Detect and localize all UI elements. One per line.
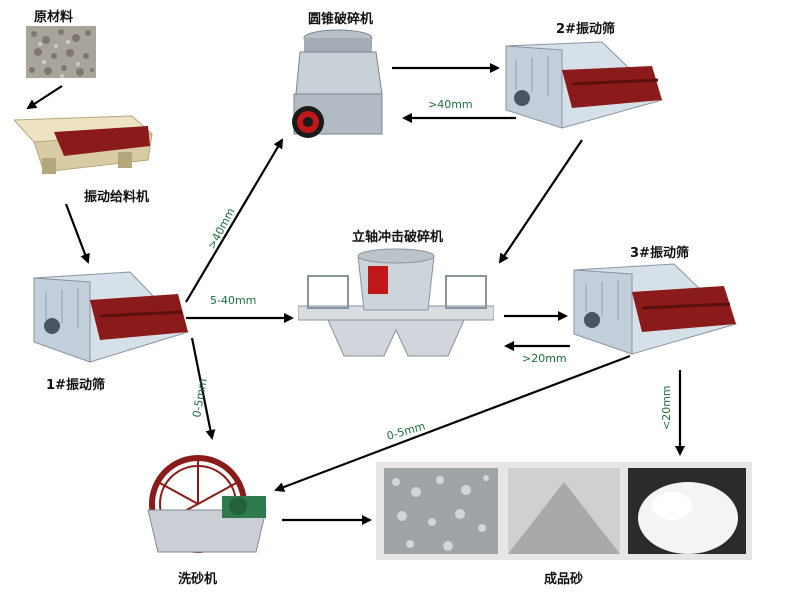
- label-cone-crusher: 圆锥破碎机: [308, 8, 373, 27]
- edge-label-screen1-vsi: 5-40mm: [210, 294, 256, 307]
- edge-label-screen3-washer: 0-5mm: [385, 420, 426, 443]
- arrow-raw-to-feeder: [28, 86, 62, 108]
- label-screen-1: 1#振动筛: [46, 374, 105, 393]
- edge-label-screen3-product: <20mm: [660, 385, 673, 430]
- label-finished-sand: 成品砂: [544, 568, 583, 587]
- label-sand-washer: 洗砂机: [178, 568, 217, 587]
- arrow-screen2-to-screen3: [500, 140, 582, 262]
- label-screen-2: 2#振动筛: [556, 18, 615, 37]
- label-screen-3: 3#振动筛: [630, 242, 689, 261]
- edge-label-screen2-cone: >40mm: [428, 98, 473, 111]
- edge-label-screen1-cone: >40mm: [205, 206, 237, 252]
- label-vsi-crusher: 立轴冲击破碎机: [352, 226, 443, 245]
- label-raw-material: 原材料: [34, 6, 73, 25]
- arrow-screen1-to-cone: [186, 140, 282, 302]
- arrow-feeder-to-screen1: [66, 204, 88, 262]
- arrow-screen3-to-washer: [276, 356, 630, 490]
- edge-label-screen3-vsi: >20mm: [522, 352, 567, 365]
- label-feeder: 振动给料机: [84, 186, 149, 205]
